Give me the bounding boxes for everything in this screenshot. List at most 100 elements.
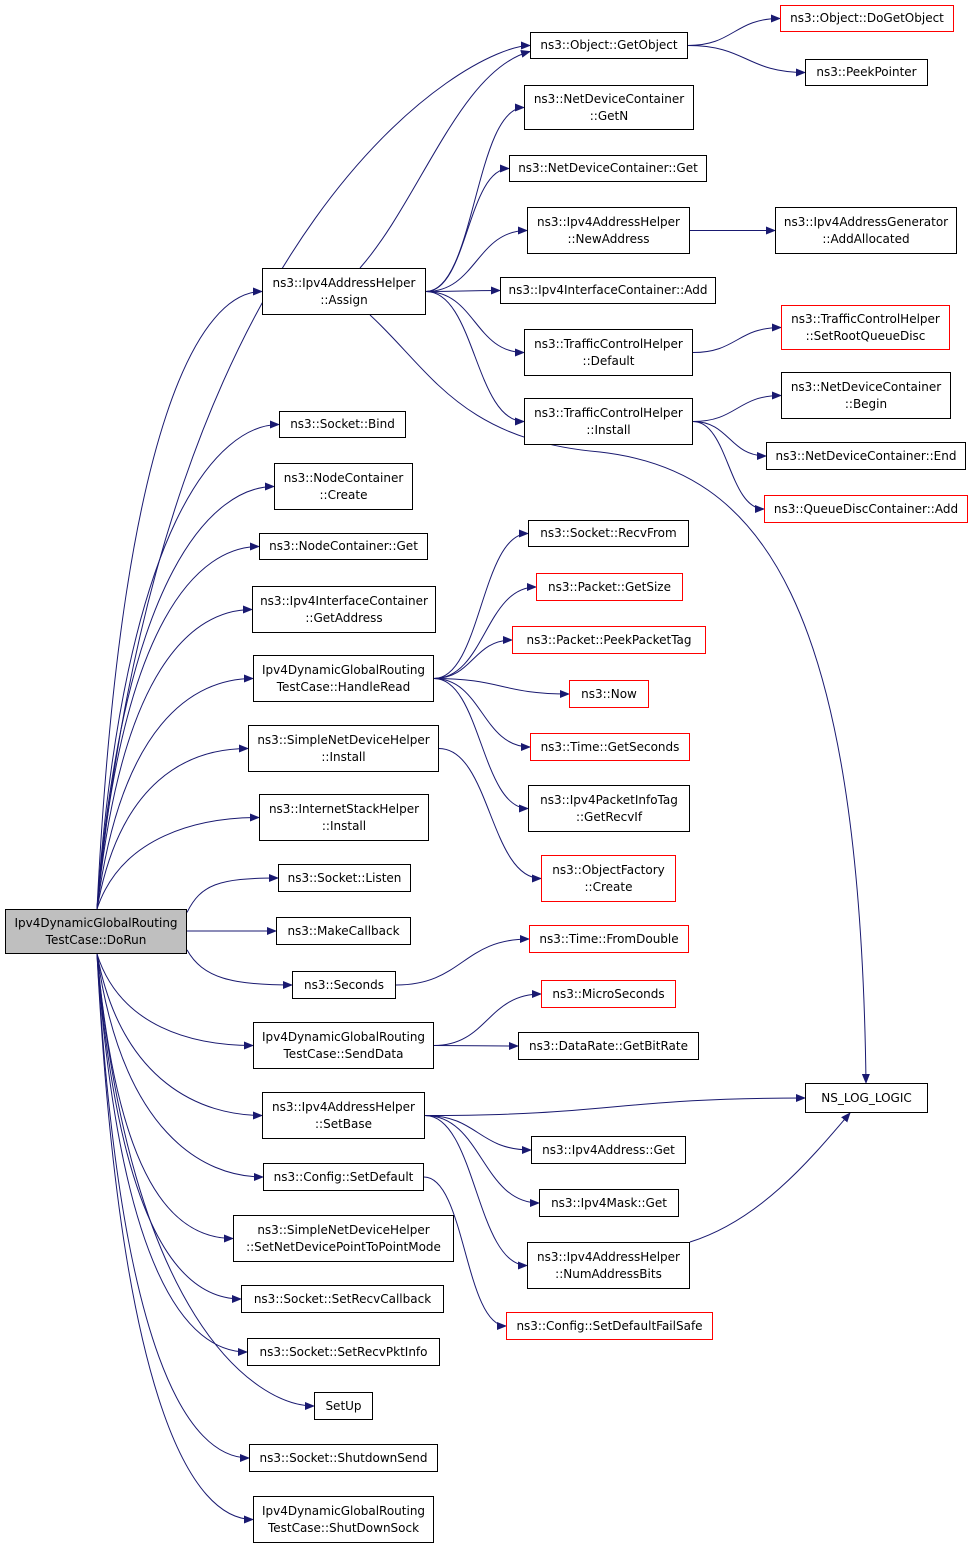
call-edge-doRun-to-assign bbox=[96, 287, 263, 910]
call-edge-numAddressBits-to-nsLogLogic bbox=[689, 1112, 851, 1243]
node-make-callback[interactable]: ns3::MakeCallback bbox=[276, 917, 411, 945]
node-seconds[interactable]: ns3::Seconds bbox=[292, 971, 396, 999]
node-net-device-container-begin[interactable]: ns3::NetDeviceContainer::Begin bbox=[781, 372, 951, 419]
node-ns-log-logic[interactable]: NS_LOG_LOGIC bbox=[805, 1083, 928, 1113]
node-object-factory-create[interactable]: ns3::ObjectFactory::Create bbox=[541, 855, 676, 902]
call-edge-doRun-to-sendData bbox=[96, 953, 254, 1050]
node-packet-peek-packet-tag[interactable]: ns3::Packet::PeekPacketTag bbox=[512, 626, 706, 654]
call-edge-tchInstall-to-ndcEnd bbox=[692, 421, 767, 460]
call-edge-doRun-to-shutdownSend bbox=[96, 953, 250, 1462]
node-simple-net-device-helper-install[interactable]: ns3::SimpleNetDeviceHelper::Install bbox=[248, 725, 439, 772]
node-ipv4-address-helper-new-address[interactable]: ns3::Ipv4AddressHelper::NewAddress bbox=[527, 207, 690, 254]
call-edge-handleRead-to-packetGetSize bbox=[433, 583, 537, 679]
call-edge-doRun-to-seconds bbox=[186, 949, 293, 989]
call-edge-assign-to-ndcGetN bbox=[425, 103, 525, 292]
node-now[interactable]: ns3::Now bbox=[569, 680, 649, 708]
call-edge-doRun-to-sndhInstall bbox=[96, 744, 249, 910]
node-socket-recv-from[interactable]: ns3::Socket::RecvFrom bbox=[528, 520, 689, 547]
node-time-get-seconds[interactable]: ns3::Time::GetSeconds bbox=[530, 733, 690, 761]
call-edge-assign-to-newAddress bbox=[425, 226, 528, 292]
node-node-container-create[interactable]: ns3::NodeContainer::Create bbox=[274, 463, 413, 510]
node-traffic-control-helper-set-root-queue-disc[interactable]: ns3::TrafficControlHelper::SetRootQueueD… bbox=[781, 305, 950, 350]
node-net-device-container-get[interactable]: ns3::NetDeviceContainer::Get bbox=[509, 155, 707, 182]
node-socket-listen[interactable]: ns3::Socket::Listen bbox=[278, 864, 411, 892]
call-edge-assign-to-getObject bbox=[359, 49, 531, 269]
call-edge-doRun-to-ncCreate bbox=[96, 482, 275, 910]
call-edge-doRun-to-iicGetAddress bbox=[96, 605, 253, 910]
call-edge-setBase-to-numAddressBits bbox=[424, 1115, 528, 1270]
call-edge-assign-to-tchDefault bbox=[425, 291, 525, 357]
node-config-set-default-fail-safe[interactable]: ns3::Config::SetDefaultFailSafe bbox=[506, 1312, 713, 1340]
call-edge-doRun-to-getObject bbox=[96, 41, 531, 910]
node-time-from-double[interactable]: ns3::Time::FromDouble bbox=[529, 925, 689, 953]
call-edge-doRun-to-configSetDefault bbox=[96, 953, 264, 1181]
call-edge-configSetDefault-to-setDefaultFailSafe bbox=[423, 1176, 507, 1330]
call-edge-handleRead-to-now bbox=[433, 678, 570, 698]
call-edge-handleRead-to-peekPacketTag bbox=[433, 636, 513, 679]
call-edge-setBase-to-ipv4MaskGet bbox=[424, 1115, 540, 1207]
call-edge-doRun-to-handleRead bbox=[96, 674, 254, 910]
call-edge-assign-to-tchInstall bbox=[425, 291, 525, 426]
node-object-get-object[interactable]: ns3::Object::GetObject bbox=[530, 32, 688, 59]
node-ipv4-packet-info-tag-get-recv-if[interactable]: ns3::Ipv4PacketInfoTag::GetRecvIf bbox=[528, 785, 690, 832]
node-net-device-container-get-n[interactable]: ns3::NetDeviceContainer::GetN bbox=[524, 85, 694, 130]
node-node-container-get[interactable]: ns3::NodeContainer::Get bbox=[259, 533, 428, 560]
call-edge-doRun-to-ncGet bbox=[96, 542, 260, 910]
node-ipv4-address-get[interactable]: ns3::Ipv4Address::Get bbox=[531, 1136, 686, 1164]
node-set-up[interactable]: SetUp bbox=[314, 1392, 373, 1420]
call-edge-doRun-to-socketBind bbox=[96, 420, 280, 910]
call-edge-sndhInstall-to-ofCreate bbox=[438, 748, 542, 883]
call-edge-getObject-to-peekPointer bbox=[687, 45, 806, 77]
call-edge-assign-to-nsLogLogic bbox=[369, 314, 870, 1084]
node-ipv4-address-generator-add-allocated[interactable]: ns3::Ipv4AddressGenerator::AddAllocated bbox=[775, 207, 957, 254]
node-socket-bind[interactable]: ns3::Socket::Bind bbox=[279, 411, 406, 438]
node-packet-get-size[interactable]: ns3::Packet::GetSize bbox=[536, 573, 683, 601]
node-traffic-control-helper-install[interactable]: ns3::TrafficControlHelper::Install bbox=[524, 398, 693, 445]
call-edge-getObject-to-doGetObject bbox=[687, 14, 781, 46]
node-ipv4-interface-container-get-address[interactable]: ns3::Ipv4InterfaceContainer::GetAddress bbox=[252, 586, 436, 633]
call-edge-assign-to-ndcGet bbox=[425, 164, 510, 292]
node-internet-stack-helper-install[interactable]: ns3::InternetStackHelper::Install bbox=[259, 794, 429, 841]
call-edge-tchDefault-to-setRootQueueDisc bbox=[692, 323, 782, 353]
node-socket-set-recv-pkt-info[interactable]: ns3::Socket::SetRecvPktInfo bbox=[247, 1338, 440, 1366]
node-ipv4-address-helper-assign[interactable]: ns3::Ipv4AddressHelper::Assign bbox=[262, 268, 426, 315]
call-edge-handleRead-to-getRecvIf bbox=[433, 678, 529, 813]
call-edge-handleRead-to-timeGetSeconds bbox=[433, 678, 531, 751]
call-edge-doRun-to-setUp bbox=[96, 953, 315, 1410]
call-edge-tchInstall-to-qdcAdd bbox=[692, 421, 765, 513]
node-config-set-default[interactable]: ns3::Config::SetDefault bbox=[263, 1163, 424, 1191]
call-edge-doRun-to-setRecvPktInfo bbox=[96, 953, 248, 1356]
node-peek-pointer[interactable]: ns3::PeekPointer bbox=[805, 59, 928, 86]
node-ipv4-mask-get[interactable]: ns3::Ipv4Mask::Get bbox=[539, 1189, 679, 1217]
call-edge-sendData-to-microSeconds bbox=[433, 990, 542, 1046]
call-edge-doRun-to-shutDownSock bbox=[96, 953, 254, 1524]
node-data-rate-get-bit-rate[interactable]: ns3::DataRate::GetBitRate bbox=[518, 1032, 699, 1060]
call-edge-doRun-to-ishInstall bbox=[96, 813, 260, 910]
node-queue-disc-container-add[interactable]: ns3::QueueDiscContainer::Add bbox=[764, 495, 968, 523]
call-edge-setBase-to-nsLogLogic bbox=[424, 1094, 806, 1116]
node-socket-shutdown-send[interactable]: ns3::Socket::ShutdownSend bbox=[249, 1444, 438, 1472]
node-ipv4-address-helper-set-base[interactable]: ns3::Ipv4AddressHelper::SetBase bbox=[262, 1092, 425, 1139]
call-edge-doRun-to-setBase bbox=[96, 953, 263, 1120]
node-net-device-container-end[interactable]: ns3::NetDeviceContainer::End bbox=[766, 442, 966, 470]
node-ipv4-interface-container-add[interactable]: ns3::Ipv4InterfaceContainer::Add bbox=[500, 277, 716, 304]
call-edge-tchInstall-to-ndcBegin bbox=[692, 391, 782, 422]
call-edge-doRun-to-socketListen bbox=[186, 874, 279, 913]
node-socket-set-recv-callback[interactable]: ns3::Socket::SetRecvCallback bbox=[241, 1285, 444, 1313]
call-edge-setBase-to-ipv4AddressGet bbox=[424, 1115, 532, 1154]
node-simple-net-device-helper-set-point-to-point-mode[interactable]: ns3::SimpleNetDeviceHelper::SetNetDevice… bbox=[233, 1215, 454, 1262]
node-micro-seconds[interactable]: ns3::MicroSeconds bbox=[541, 980, 676, 1008]
node-traffic-control-helper-default[interactable]: ns3::TrafficControlHelper::Default bbox=[524, 329, 693, 376]
call-edge-handleRead-to-recvFrom bbox=[433, 529, 529, 679]
node-object-do-get-object[interactable]: ns3::Object::DoGetObject bbox=[780, 5, 954, 32]
call-edge-doRun-to-setRecvCallback bbox=[96, 953, 242, 1303]
node-ipv4-address-helper-num-address-bits[interactable]: ns3::Ipv4AddressHelper::NumAddressBits bbox=[527, 1242, 690, 1289]
call-edge-seconds-to-fromDouble bbox=[395, 935, 530, 986]
call-edge-assign-to-iicAdd bbox=[425, 286, 501, 295]
call-edge-sendData-to-getBitRate bbox=[433, 1041, 519, 1050]
